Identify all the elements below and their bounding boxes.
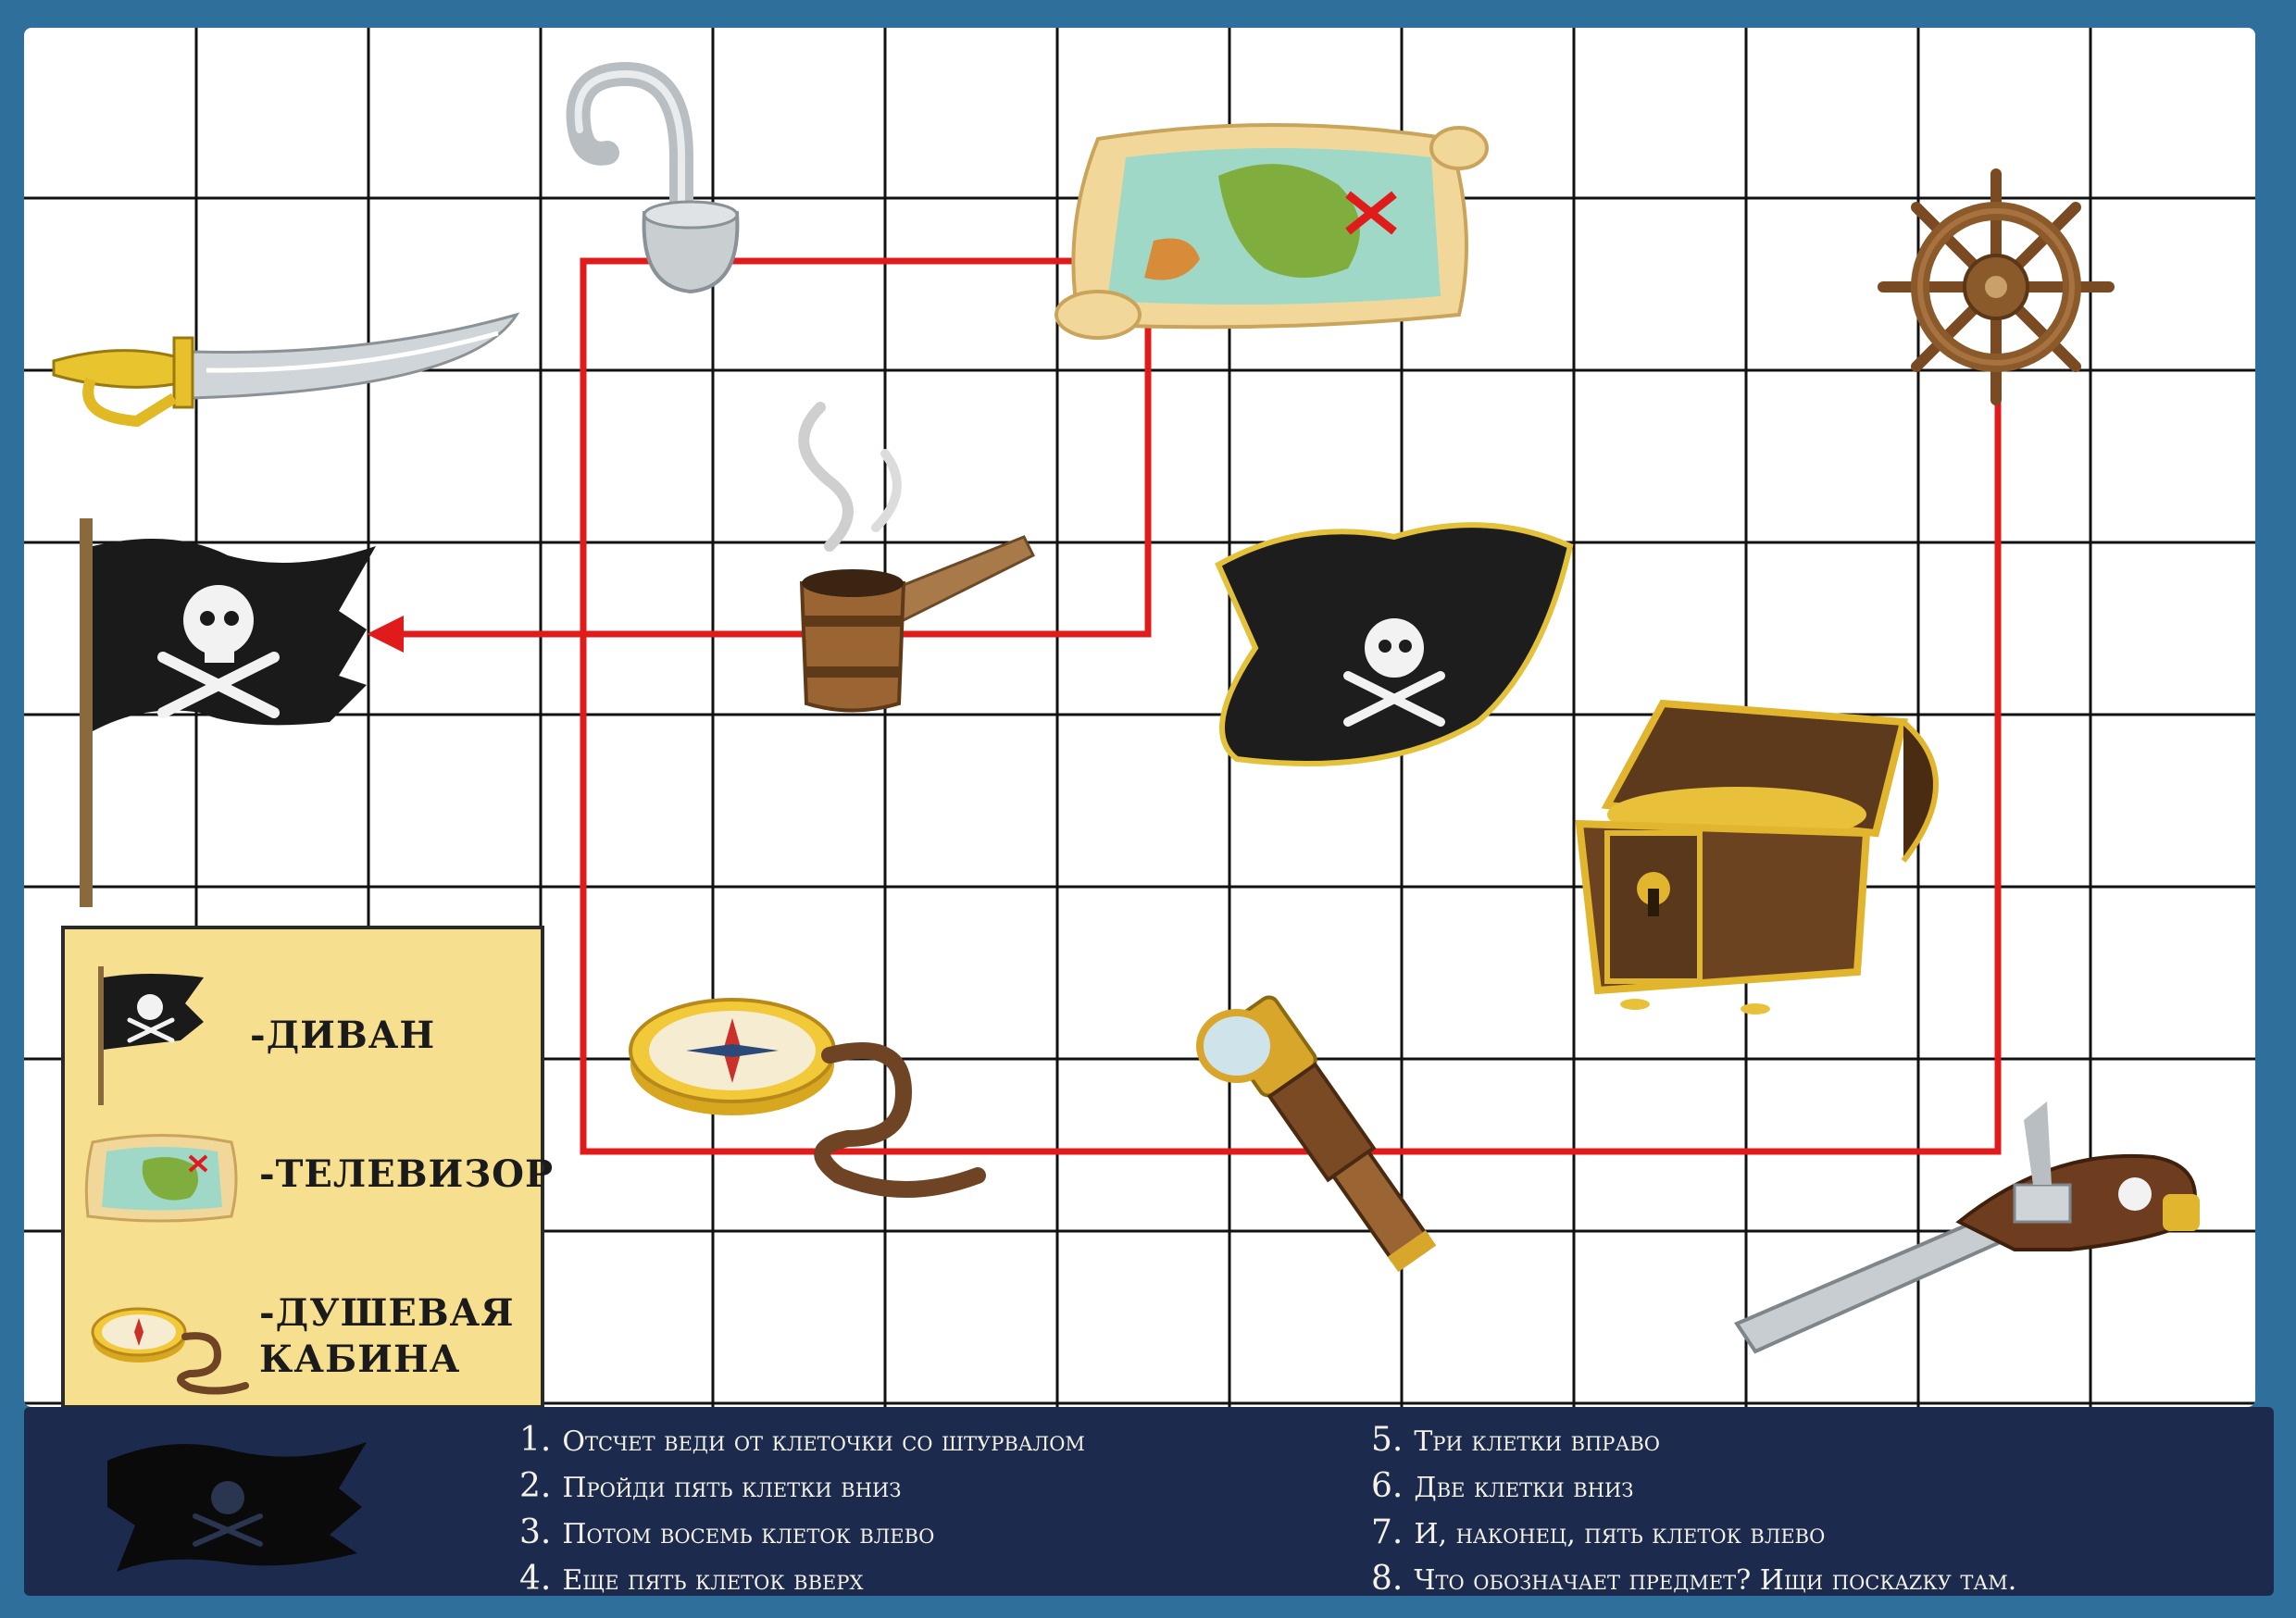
route-line: [385, 257, 2002, 1155]
step-number: 6.: [1371, 1467, 1404, 1505]
step-text: Еще пять клеток вверх: [562, 1564, 864, 1597]
pistol-icon: [1734, 1101, 2200, 1354]
step-text: Потом восемь клеток влево: [562, 1518, 935, 1550]
instruction-step: 1. Отсчет веди от клеточки со штурвалом: [519, 1418, 1085, 1464]
step-number: 8.: [1371, 1560, 1404, 1598]
legend-label-tv: -ТЕЛЕВИЗОР: [259, 1152, 555, 1196]
instruction-step: 4. Еще пять клеток вверх: [519, 1557, 1085, 1603]
instructions-bar: 1. Отсчет веди от клеточки со штурвалом 2…: [24, 1407, 2274, 1598]
compass-icon: [91, 1307, 249, 1395]
step-text: Три клетки вправо: [1414, 1425, 1660, 1458]
step-number: 2.: [519, 1467, 552, 1505]
pirate-flag-icon: [80, 518, 376, 907]
pirate-hat-icon: [1215, 522, 1574, 766]
legend-item-sofa: -ДИВАН: [65, 966, 541, 1105]
step-text: Две клетки вниз: [1414, 1472, 1634, 1504]
spyglass-icon: [1196, 995, 1437, 1273]
instruction-step: 5. Три клетки вправо: [1371, 1418, 2016, 1464]
instructions-right: 5. Три клетки вправо 6. Две клетки вниз 7.…: [1371, 1418, 2016, 1603]
instructions-left: 1. Отсчет веди от клеточки со штурвалом 2…: [519, 1418, 1085, 1603]
legend-item-shower: -ДУШЕВАЯ КАБИНА: [65, 1290, 541, 1401]
route-arrowhead: [367, 616, 404, 653]
legend-item-tv: -ТЕЛЕВИЗОР: [65, 1128, 553, 1239]
instruction-step: 2. Пройди пять клетки вниз: [519, 1464, 1085, 1511]
step-number: 7.: [1371, 1513, 1404, 1551]
step-number: 1.: [519, 1421, 552, 1459]
legend-label-sofa: -ДИВАН: [250, 1014, 436, 1057]
legend-panel: -ДИВАН -ТЕЛЕВИЗОР -ДУШЕВАЯ КАБИНА: [61, 926, 553, 1407]
step-text: И, наконец, пять клеток влево: [1414, 1518, 1826, 1550]
step-text: Что обозначает предмет? Ищи поскazку там…: [1414, 1564, 2017, 1597]
step-number: 4.: [519, 1560, 552, 1598]
step-number: 3.: [519, 1513, 552, 1551]
treasure-map-icon: [1054, 123, 1489, 340]
pirate-flag-icon: [98, 966, 204, 1105]
legend-label-shower: -ДУШЕВАЯ КАБИНА: [259, 1291, 515, 1381]
sabre-icon: [52, 312, 520, 428]
treasure-map-icon: [84, 1134, 238, 1223]
instruction-step: 8. Что обозначает предмет? Ищи поскazку т…: [1371, 1557, 2016, 1603]
game-board: -ДИВАН -ТЕЛЕВИЗОР -ДУШЕВАЯ КАБИНА: [24, 28, 2255, 1407]
instruction-step: 6. Две клетки вниз: [1371, 1464, 2016, 1511]
treasure-chest-icon: [1575, 699, 1939, 1014]
instruction-step: 7. И, наконец, пять клеток влево: [1371, 1511, 2016, 1557]
instruction-step: 3. Потом восемь клеток влево: [519, 1511, 1085, 1557]
ship-wheel-icon: [1878, 168, 2115, 405]
pipe-icon: [798, 402, 1036, 713]
pirate-flag-icon: [107, 1442, 367, 1572]
step-number: 5.: [1371, 1421, 1404, 1459]
hook-icon: [566, 61, 740, 294]
step-text: Пройди пять клетки вниз: [562, 1472, 902, 1504]
step-text: Отсчет веди от клеточки со штурвалом: [562, 1425, 1085, 1458]
compass-icon: [629, 998, 986, 1198]
